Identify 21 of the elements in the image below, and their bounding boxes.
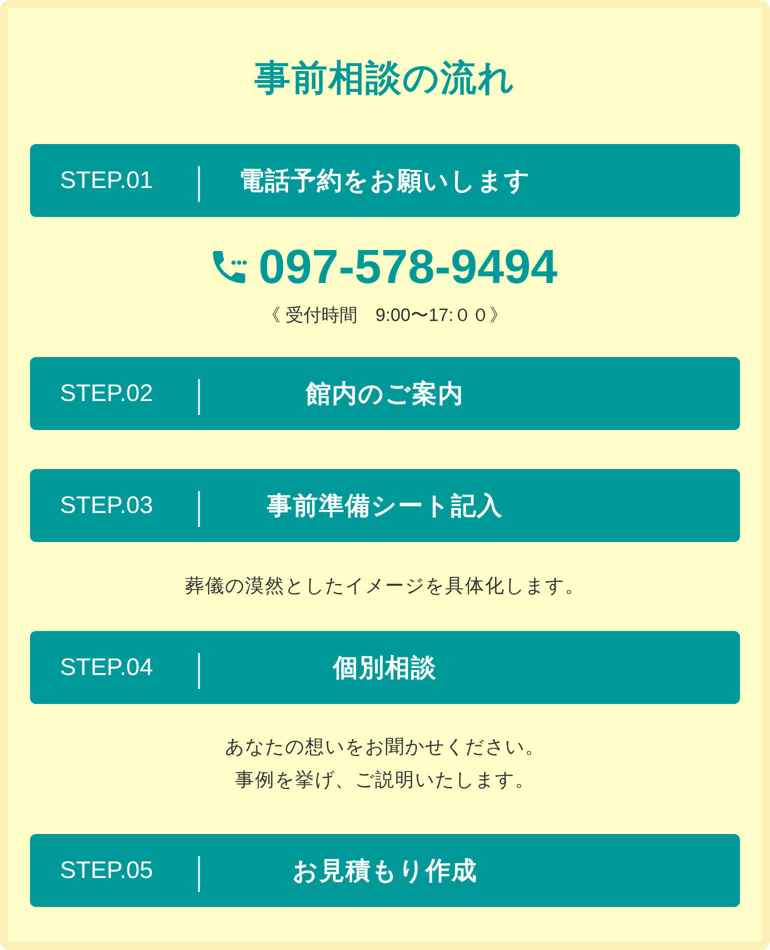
step-bar [30,834,740,907]
step-title: 事前準備シート記入 [267,490,503,520]
description-text: 事例を挙げ、ご説明いたします。 [235,769,535,793]
step-title: お見積もり作成 [292,856,478,886]
step-bar [30,357,740,430]
step-bar [30,631,740,704]
description-text: あなたの想いをお聞かせください。 [225,736,545,760]
step-bar [30,144,740,217]
phone-number: 097-578-9494 [258,242,558,295]
title: 事前相談の流れ [254,56,516,100]
step-title: 個別相談 [333,652,437,682]
step-bar [30,469,740,542]
step-number: STEP.04 [60,654,153,682]
step-number: STEP.01 [60,166,153,194]
step-title: 電話予約をお願いします [239,166,531,196]
step-number: STEP.05 [60,856,153,884]
step-title: 館内のご案内 [306,378,464,408]
step-number: STEP.02 [60,380,153,408]
step-number: STEP.03 [60,492,153,520]
business-hours-text: 《 受付時間 9:00〜17:００》 [262,304,508,327]
description-text: 葬儀の漠然としたイメージを具体化します。 [185,575,585,599]
